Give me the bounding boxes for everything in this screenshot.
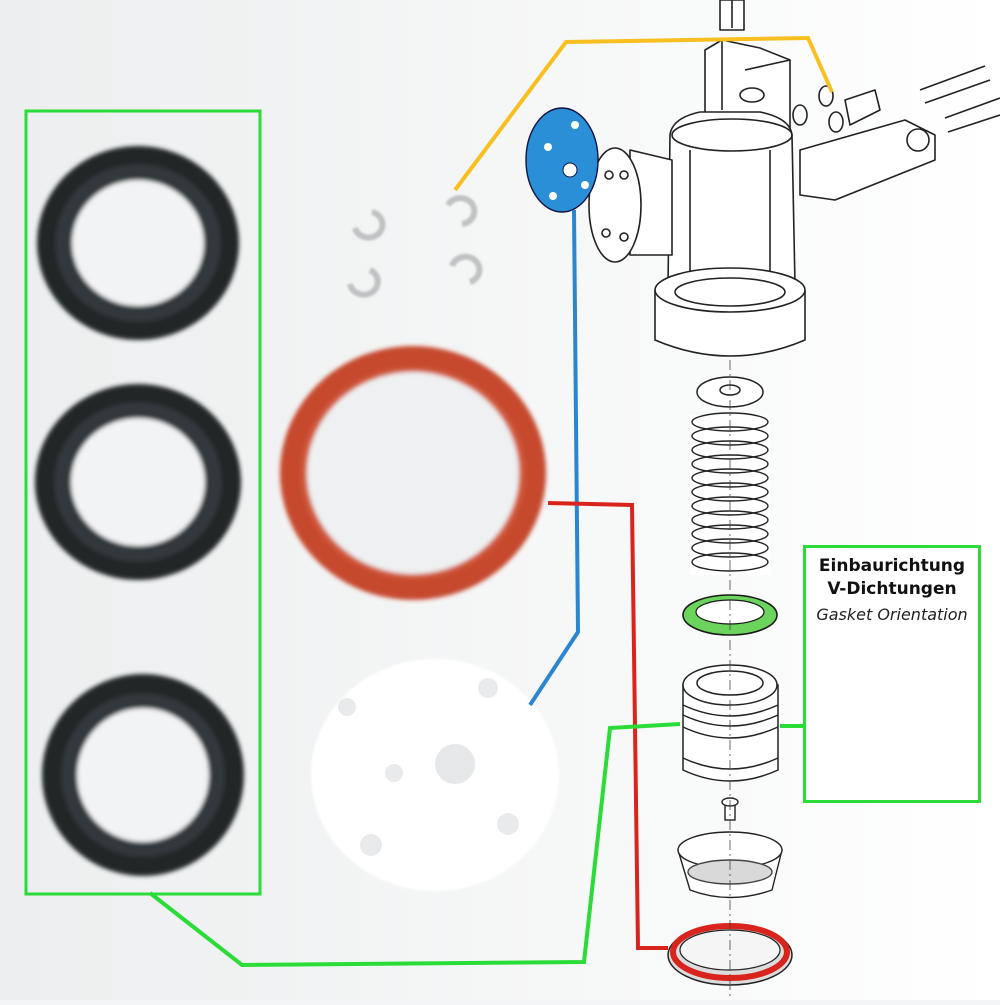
- blue-connector: [528, 209, 581, 707]
- clip-1: [352, 209, 386, 241]
- callout-title-line1: Einbaurichtung: [818, 556, 966, 576]
- black-seal-2: [35, 384, 241, 580]
- small-clips: [347, 195, 483, 298]
- black-seal-1: [37, 146, 239, 340]
- group-head-drawing: [588, 0, 1000, 357]
- clip-3: [347, 267, 381, 298]
- clip-4: [449, 253, 483, 285]
- callout-subtitle: Gasket Orientation: [816, 605, 968, 624]
- red-gasket: [280, 346, 546, 600]
- washer: [696, 376, 764, 408]
- clip-2: [445, 195, 478, 227]
- seal-group-frame: [24, 109, 262, 896]
- white-diffuser-disc: [311, 659, 559, 891]
- piston: [682, 664, 779, 782]
- gasket-orientation-callout: Einbaurichtung V-Dichtungen Gasket Orien…: [803, 545, 981, 803]
- black-seal-3: [42, 674, 244, 876]
- callout-title-line2: V-Dichtungen: [827, 579, 957, 599]
- blue-diffuser-drawing: [525, 107, 599, 213]
- green-connector: [148, 722, 681, 968]
- yellow-connector: [453, 35, 834, 192]
